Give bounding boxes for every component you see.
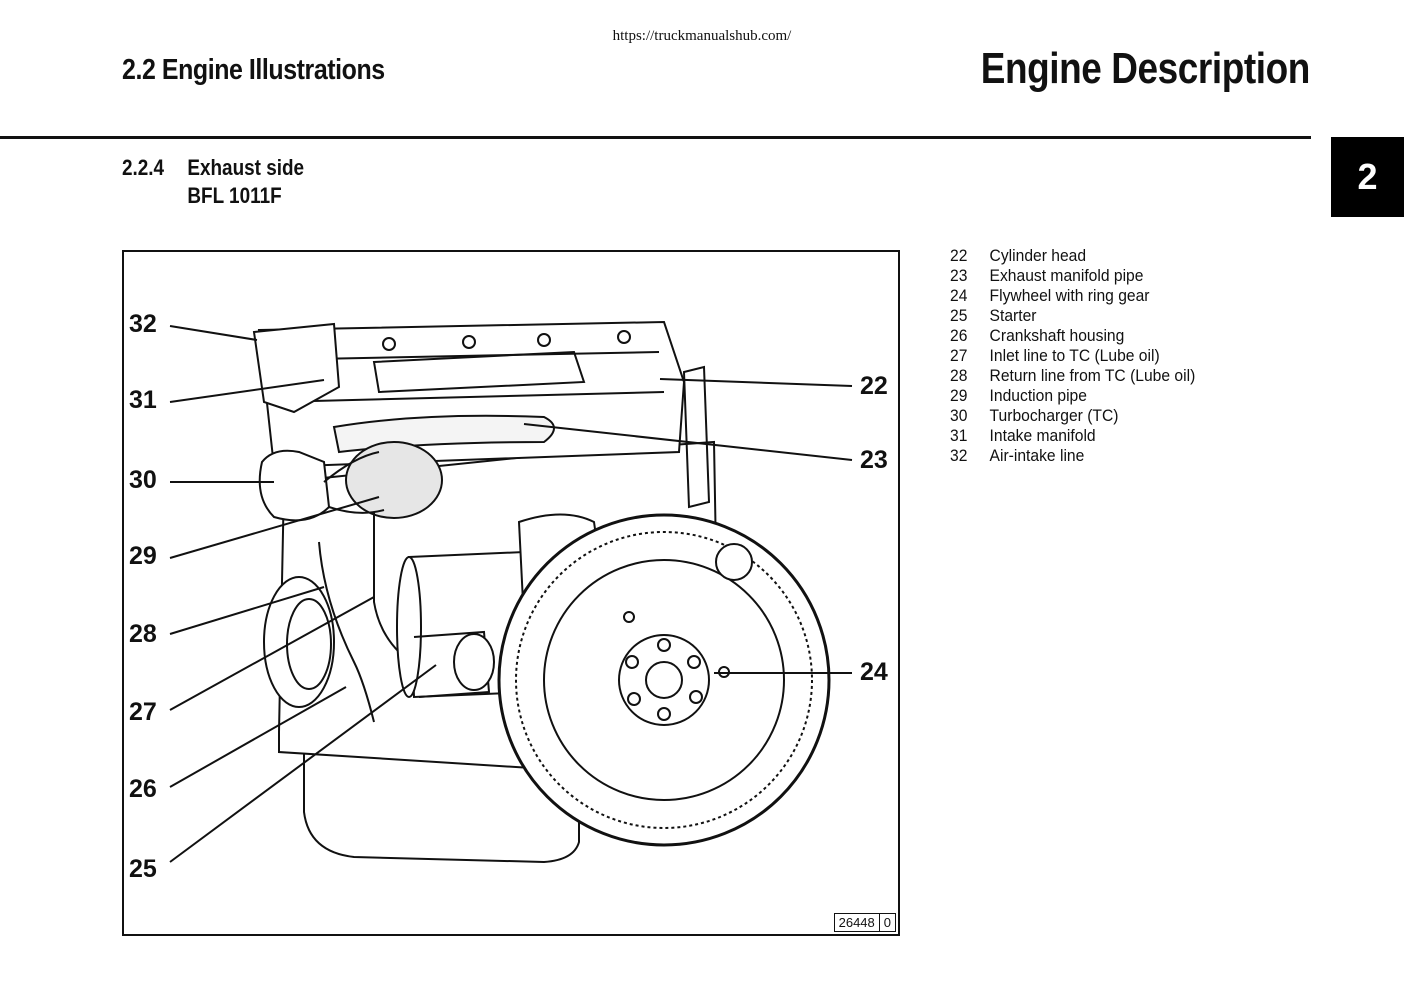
legend-item: 28 Return line from TC (Lube oil) [950, 366, 1195, 386]
legend-label: Inlet line to TC (Lube oil) [989, 346, 1160, 365]
legend-item: 30 Turbocharger (TC) [950, 406, 1195, 426]
legend-item: 22 Cylinder head [950, 246, 1195, 266]
callout-31: 31 [129, 386, 157, 414]
callout-28: 28 [129, 620, 157, 648]
callout-30: 30 [129, 466, 157, 494]
legend-label: Turbocharger (TC) [989, 406, 1119, 425]
legend-label: Induction pipe [989, 386, 1087, 405]
legend-item: 23 Exhaust manifold pipe [950, 266, 1195, 286]
legend-item: 32 Air-intake line [950, 446, 1195, 466]
callout-26: 26 [129, 775, 157, 803]
legend-number: 30 [950, 406, 968, 425]
legend-number: 32 [950, 446, 968, 465]
chapter-tab: 2 [1331, 137, 1404, 217]
subsection-heading: 2.2.4 Exhaust side BFL 1011F [122, 154, 304, 210]
legend-item: 26 Crankshaft housing [950, 326, 1195, 346]
subsection-title: Exhaust side [187, 155, 305, 180]
figure-revision: 0 [879, 913, 896, 932]
engine-figure: 32 31 30 29 28 27 26 25 22 23 24 26448 0 [122, 250, 900, 936]
legend-item: 31 Intake manifold [950, 426, 1195, 446]
chapter-title: Engine Description [980, 44, 1311, 93]
section-title: 2.2 Engine Illustrations [122, 54, 385, 86]
legend-number: 24 [950, 286, 968, 305]
legend-number: 29 [950, 386, 968, 405]
legend-number: 23 [950, 266, 968, 285]
callout-23: 23 [860, 446, 888, 474]
legend-label: Return line from TC (Lube oil) [989, 366, 1196, 385]
subsection-model: BFL 1011F [187, 183, 282, 208]
leader-lines [169, 325, 853, 863]
legend-label: Crankshaft housing [989, 326, 1125, 345]
legend-label: Intake manifold [989, 426, 1096, 445]
legend-label: Cylinder head [989, 246, 1087, 265]
legend-item: 25 Starter [950, 306, 1195, 326]
legend-item: 29 Induction pipe [950, 386, 1195, 406]
legend-number: 25 [950, 306, 968, 325]
callout-27: 27 [129, 698, 157, 726]
header-rule [0, 136, 1311, 139]
legend-item: 24 Flywheel with ring gear [950, 286, 1195, 306]
legend-label: Flywheel with ring gear [989, 286, 1150, 305]
legend-number: 22 [950, 246, 968, 265]
callout-22: 22 [860, 372, 888, 400]
callout-25: 25 [129, 855, 157, 883]
legend-number: 28 [950, 366, 968, 385]
legend-number: 31 [950, 426, 968, 445]
legend-item: 27 Inlet line to TC (Lube oil) [950, 346, 1195, 366]
callout-32: 32 [129, 310, 157, 338]
callout-24: 24 [860, 658, 888, 686]
callout-29: 29 [129, 542, 157, 570]
legend-number: 27 [950, 346, 968, 365]
engine-illustration [169, 320, 853, 864]
legend-number: 26 [950, 326, 968, 345]
legend-label: Starter [989, 306, 1037, 325]
legend-label: Air-intake line [989, 446, 1085, 465]
subsection-number: 2.2.4 [122, 155, 165, 180]
figure-number: 26448 0 [833, 913, 896, 932]
figure-id: 26448 [833, 913, 880, 932]
source-url[interactable]: https://truckmanualshub.com/ [612, 28, 792, 44]
legend-label: Exhaust manifold pipe [989, 266, 1144, 285]
